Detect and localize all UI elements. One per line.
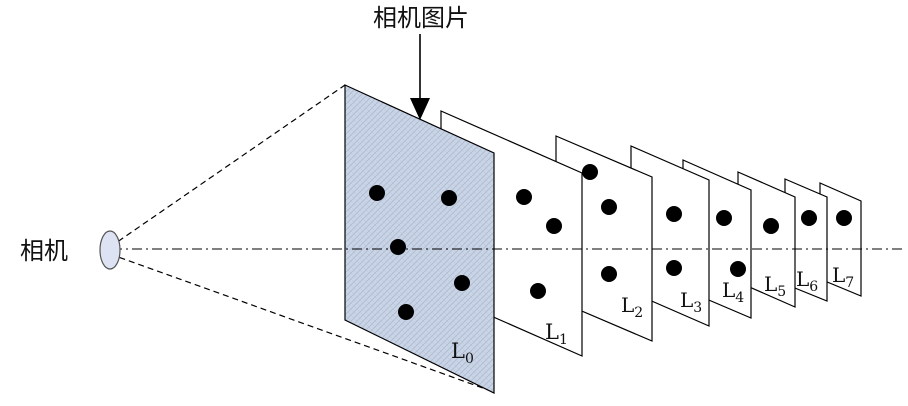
layer-L0: L0 [344, 84, 495, 394]
layer-stack: L7 L6 L5 L4 L3 L2 [344, 84, 862, 394]
arrow-down-icon [410, 98, 430, 120]
diagram-title: 相机图片 [373, 4, 469, 32]
layer-dot [441, 190, 457, 206]
layer-label-L3: L3 [680, 288, 702, 316]
layer-dot [530, 283, 546, 299]
layer-dot [666, 260, 682, 276]
layer-label-L1: L1 [545, 320, 568, 348]
frustum-bottom-line [109, 253, 495, 393]
layer-dot [369, 185, 385, 201]
layer-dot [836, 210, 852, 226]
layer-label-L2: L2 [621, 293, 643, 321]
layer-dot [601, 199, 617, 215]
layer-dot [516, 189, 532, 205]
camera-label: 相机 [20, 237, 68, 265]
camera-icon [99, 230, 121, 270]
layer-L5: L5 [737, 171, 796, 308]
layer-dot [454, 275, 470, 291]
layer-dot [398, 304, 414, 320]
layer-label-L4: L4 [722, 278, 744, 306]
layer-L7: L7 [819, 182, 862, 297]
layer-dot [730, 261, 746, 277]
layer-label-L0: L0 [451, 339, 474, 367]
layer-dot [763, 218, 779, 234]
layer-dot [390, 239, 406, 255]
layer-dot [582, 164, 598, 180]
layer-label-L7: L7 [832, 263, 854, 291]
layer-dot [546, 218, 562, 234]
layer-label-L6: L6 [796, 267, 818, 295]
layer-dot [666, 206, 682, 222]
frustum-top-line [109, 84, 346, 248]
layer-label-L5: L5 [764, 272, 786, 300]
layer-dot [601, 266, 617, 282]
layer-dot [801, 210, 817, 226]
layer-dot [716, 210, 732, 226]
